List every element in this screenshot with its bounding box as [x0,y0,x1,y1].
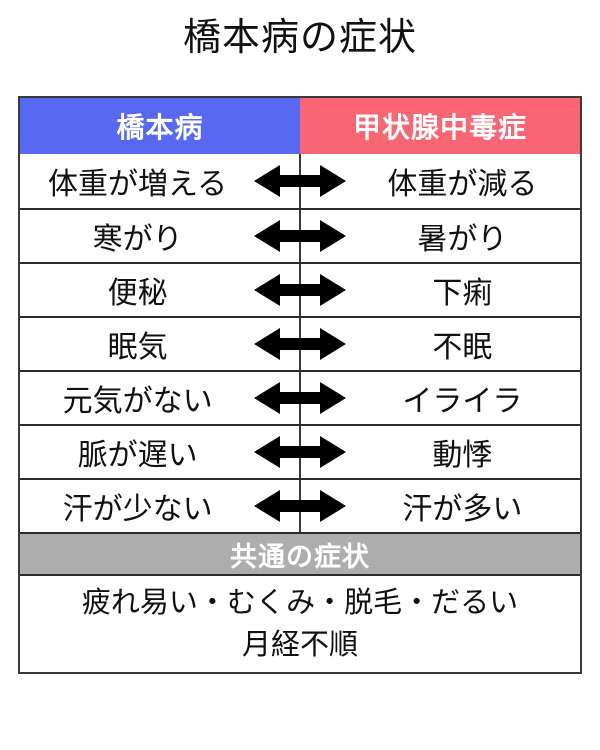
symptom-rows-container: 体重が増える 体重が減る寒がり 暑がり便秘 下痢眠気 不眠元気がない イライラ脈が遅い 動悸… [20,154,580,532]
table-row: 眠気 不眠 [20,316,580,370]
column-header-hashimoto: 橋本病 [20,98,300,154]
double-headed-arrow-icon [253,165,346,197]
symptom-thyrotoxicosis: 動悸 [432,439,493,472]
common-symptoms-label: 共通の症状 [230,541,370,572]
arrow-cell [253,480,346,532]
table-row: 便秘 下痢 [20,262,580,316]
double-headed-arrow-icon [253,382,346,414]
double-headed-arrow-icon [253,220,346,252]
symptom-thyrotoxicosis: 下痢 [432,277,493,310]
symptom-thyrotoxicosis: 体重が減る [387,168,538,201]
symptom-comparison-table: 橋本病 甲状腺中毒症 体重が増える 体重が減る寒がり 暑がり便秘 下痢眠気 不眠元気がな… [18,96,582,674]
symptom-hashimoto: 脈が遅い [77,439,198,472]
arrow-cell [253,210,346,262]
symptom-thyrotoxicosis: 汗が多い [402,493,523,526]
arrow-cell [253,372,346,424]
arrow-cell [253,154,346,208]
symptom-hashimoto: 眠気 [107,331,168,364]
common-symptoms-line-1: 疲れ易い・むくみ・脱毛・だるい [81,587,519,619]
symptom-hashimoto: 体重が増える [48,168,228,201]
symptom-hashimoto: 元気がない [62,385,213,418]
common-symptoms-band: 共通の症状 [20,532,580,574]
symptom-hashimoto: 便秘 [107,277,168,310]
double-headed-arrow-icon [253,490,346,522]
column-header-thyrotoxicosis: 甲状腺中毒症 [300,98,580,154]
table-row: 汗が少ない 汗が多い [20,478,580,532]
table-row: 体重が増える 体重が減る [20,154,580,208]
common-symptoms-line-2: 月経不順 [241,629,358,661]
symptom-thyrotoxicosis: 暑がり [417,223,508,256]
symptom-hashimoto: 寒がり [92,223,183,256]
symptom-hashimoto: 汗が少ない [62,493,213,526]
double-headed-arrow-icon [253,328,346,360]
double-headed-arrow-icon [253,274,346,306]
arrow-cell [253,426,346,478]
arrow-cell [253,318,346,370]
page-title: 橋本病の症状 [182,17,417,59]
double-headed-arrow-icon [253,436,346,468]
symptom-thyrotoxicosis: 不眠 [432,331,493,364]
table-row: 元気がない イライラ [20,370,580,424]
common-symptoms-body: 疲れ易い・むくみ・脱毛・だるい 月経不順 [20,574,580,672]
arrow-cell [253,264,346,316]
symptom-thyrotoxicosis: イライラ [402,385,523,418]
table-row: 脈が遅い 動悸 [20,424,580,478]
table-row: 寒がり 暑がり [20,208,580,262]
table-header-row: 橋本病 甲状腺中毒症 [20,98,580,154]
